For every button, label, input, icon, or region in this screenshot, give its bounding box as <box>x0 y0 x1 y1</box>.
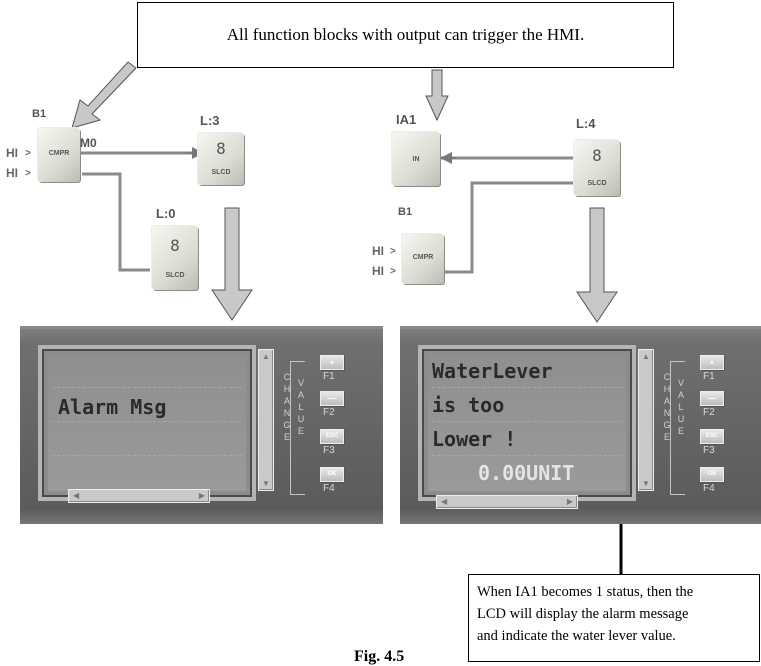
cmpr-block[interactable]: CMPR <box>38 128 80 182</box>
f1-label: F1 <box>323 371 335 382</box>
scroll-right-icon[interactable]: ▶ <box>566 497 573 506</box>
slcd-block-label: L:3 <box>200 113 220 128</box>
slcd-block-label: L:4 <box>576 116 596 131</box>
horizontal-scrollbar[interactable]: ◀ ▶ <box>436 495 578 509</box>
in-block[interactable]: IN <box>392 132 440 186</box>
input-label: HI <box>6 166 18 180</box>
hmi-panel-right: WaterLever is too Lower ! 0.00UNIT ▲ ▼ ◀… <box>400 326 761 524</box>
slcd-block[interactable]: 8 SLCD <box>152 226 198 290</box>
input-chevron-icon: > <box>390 266 396 277</box>
lcd-screen: Alarm Msg <box>48 355 246 491</box>
f4-ok-button[interactable]: OK <box>700 467 724 482</box>
lcd-line-1: WaterLever <box>432 359 553 383</box>
slcd-block-text: SLCD <box>211 169 231 176</box>
f2-minus-button[interactable]: — <box>700 391 724 406</box>
cmpr-block-text: CMPR <box>48 150 70 157</box>
lcd-screen: WaterLever is too Lower ! 0.00UNIT <box>428 355 626 491</box>
scroll-up-icon[interactable]: ▲ <box>642 352 650 361</box>
lcd-line-4: 0.00UNIT <box>478 461 575 485</box>
f3-label: F3 <box>703 445 715 456</box>
lcd-line-3: Lower ! <box>432 427 517 451</box>
bottom-callout: When IA1 becomes 1 status, then the LCD … <box>468 574 760 662</box>
slcd-digit: 8 <box>170 236 180 255</box>
slcd-block-label: L:0 <box>156 206 176 221</box>
f3-esc-button[interactable]: ESC <box>700 429 724 444</box>
bottom-callout-line: and indicate the water lever value. <box>477 628 676 644</box>
input-chevron-icon: > <box>25 168 31 179</box>
f2-label: F2 <box>703 407 715 418</box>
scroll-left-icon[interactable]: ◀ <box>73 491 80 500</box>
lcd-line-2: Alarm Msg <box>58 395 167 419</box>
cmpr-block-text: CMPR <box>412 254 434 261</box>
vertical-scrollbar[interactable]: ▲ ▼ <box>258 349 274 491</box>
hmi-panel-left: Alarm Msg ▲ ▼ ◀ ▶ C H A N G E V A L U E … <box>20 326 383 524</box>
hmi-down-arrow-right <box>576 207 618 323</box>
f2-label: F2 <box>323 407 335 418</box>
input-chevron-icon: > <box>390 246 396 257</box>
f1-plus-button[interactable]: + <box>700 355 724 370</box>
cmpr-output-label: M0 <box>80 136 97 150</box>
top-callout: All function blocks with output can trig… <box>137 2 674 68</box>
input-chevron-icon: > <box>25 148 31 159</box>
cmpr-block-label: B1 <box>32 108 47 120</box>
scroll-down-icon[interactable]: ▼ <box>262 479 270 488</box>
slcd-block-text: SLCD <box>165 272 185 279</box>
scroll-up-icon[interactable]: ▲ <box>262 352 270 361</box>
control-bracket <box>290 361 305 495</box>
top-callout-text: All function blocks with output can trig… <box>226 25 585 44</box>
scroll-down-icon[interactable]: ▼ <box>642 479 650 488</box>
f3-label: F3 <box>323 445 335 456</box>
lcd-screen-frame: Alarm Msg <box>38 345 256 501</box>
control-bracket <box>670 361 685 495</box>
input-label: HI <box>372 244 384 258</box>
lcd-screen-frame: WaterLever is too Lower ! 0.00UNIT <box>418 345 636 501</box>
lcd-line-2: is too <box>432 393 505 417</box>
scroll-right-icon[interactable]: ▶ <box>198 491 205 500</box>
hmi-down-arrow-left <box>211 207 253 321</box>
f2-minus-button[interactable]: — <box>320 391 344 406</box>
slcd-block-text: SLCD <box>587 180 607 187</box>
in-block-label: IA1 <box>396 112 417 127</box>
f4-ok-button[interactable]: OK <box>320 467 344 482</box>
slcd-block[interactable]: 8 SLCD <box>574 140 620 196</box>
f4-label: F4 <box>703 483 715 494</box>
scroll-left-icon[interactable]: ◀ <box>441 497 448 506</box>
vertical-scrollbar[interactable]: ▲ ▼ <box>638 349 654 491</box>
f4-label: F4 <box>323 483 335 494</box>
cmpr-block-label: B1 <box>398 206 413 218</box>
callout-arrow-left <box>71 61 137 129</box>
slcd-digit: 8 <box>216 139 226 158</box>
horizontal-scrollbar[interactable]: ◀ ▶ <box>68 489 210 503</box>
cmpr-block[interactable]: CMPR <box>402 234 444 284</box>
figure-caption: Fig. 4.5 <box>354 648 405 665</box>
bottom-callout-line: LCD will display the alarm message <box>477 606 689 622</box>
slcd-block[interactable]: 8 SLCD <box>198 133 244 185</box>
input-label: HI <box>6 146 18 160</box>
f1-plus-button[interactable]: + <box>320 355 344 370</box>
bottom-callout-line: When IA1 becomes 1 status, then the <box>477 584 694 600</box>
f3-esc-button[interactable]: ESC <box>320 429 344 444</box>
slcd-digit: 8 <box>592 146 602 165</box>
callout-arrow-right <box>425 69 449 122</box>
in-block-text: IN <box>412 156 420 163</box>
left-wires <box>80 151 196 272</box>
input-label: HI <box>372 264 384 278</box>
f1-label: F1 <box>703 371 715 382</box>
